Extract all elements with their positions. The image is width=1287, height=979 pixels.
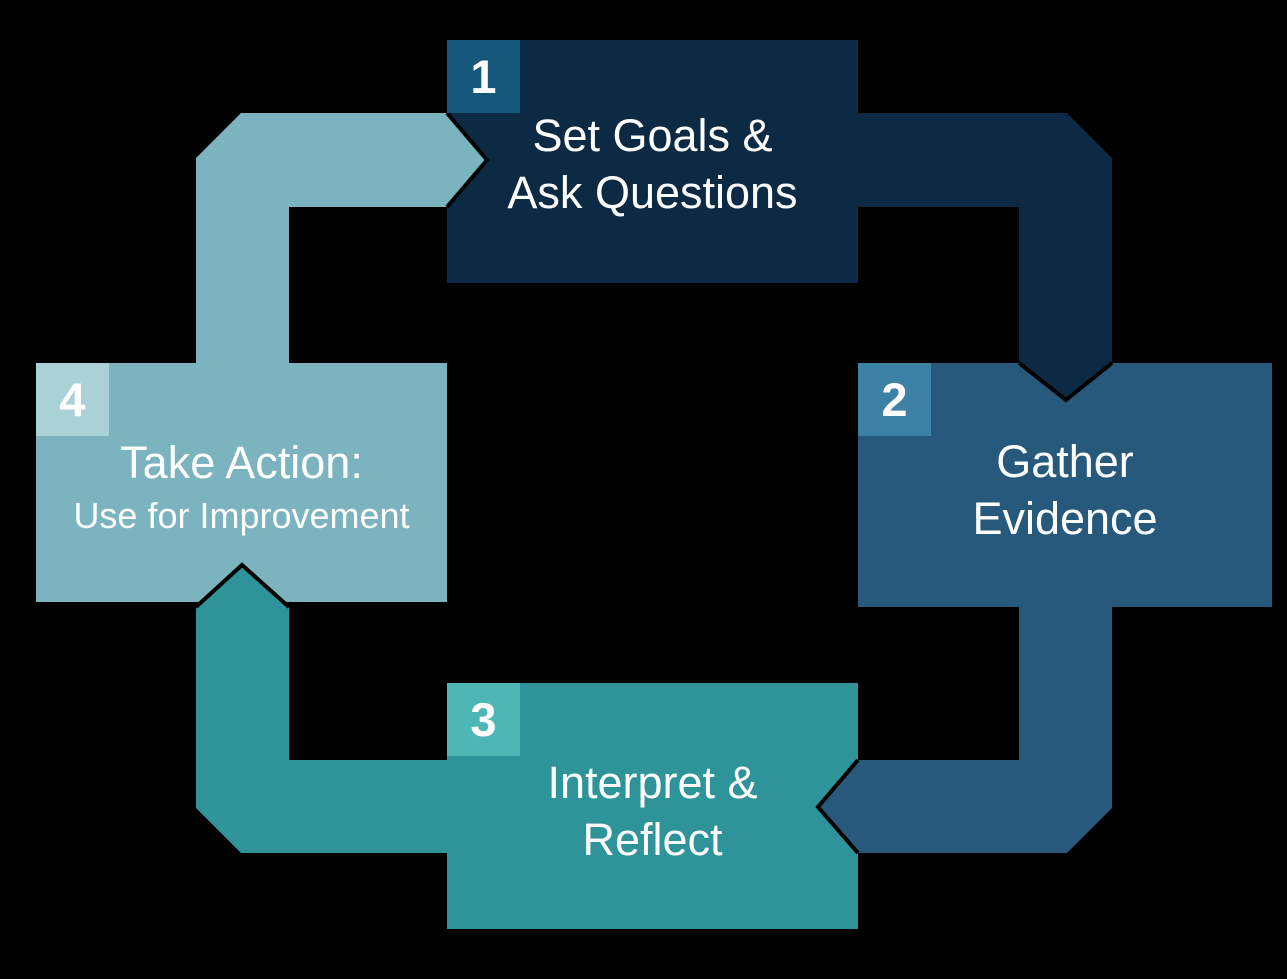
arrow-step1-to-step2: [858, 113, 1112, 400]
step-3-title-line-1: Interpret &: [547, 757, 758, 808]
step-1-number-badge: 1: [447, 40, 520, 113]
step-2-title-line-2: Evidence: [972, 493, 1158, 544]
arrow-step3-to-step4: [196, 565, 447, 853]
arrow-step2-to-step3: [818, 607, 1112, 853]
step-4-title-line-1: Take Action:: [120, 437, 363, 488]
step-2-box: Gather Evidence: [858, 363, 1272, 607]
step-1-title-line-1: Set Goals &: [532, 109, 773, 161]
step-2-title-line-1: Gather: [996, 436, 1134, 487]
step-4-title-line-2: Use for Improvement: [73, 495, 410, 536]
step-3-title-line-2: Reflect: [582, 814, 723, 865]
arrow-step4-to-step1: [196, 113, 487, 363]
step-2-number-badge: 2: [858, 363, 931, 436]
step-4-number-badge: 4: [36, 363, 109, 436]
step-3-number-badge: 3: [447, 683, 520, 756]
step-1-title-line-2: Ask Questions: [507, 166, 798, 218]
